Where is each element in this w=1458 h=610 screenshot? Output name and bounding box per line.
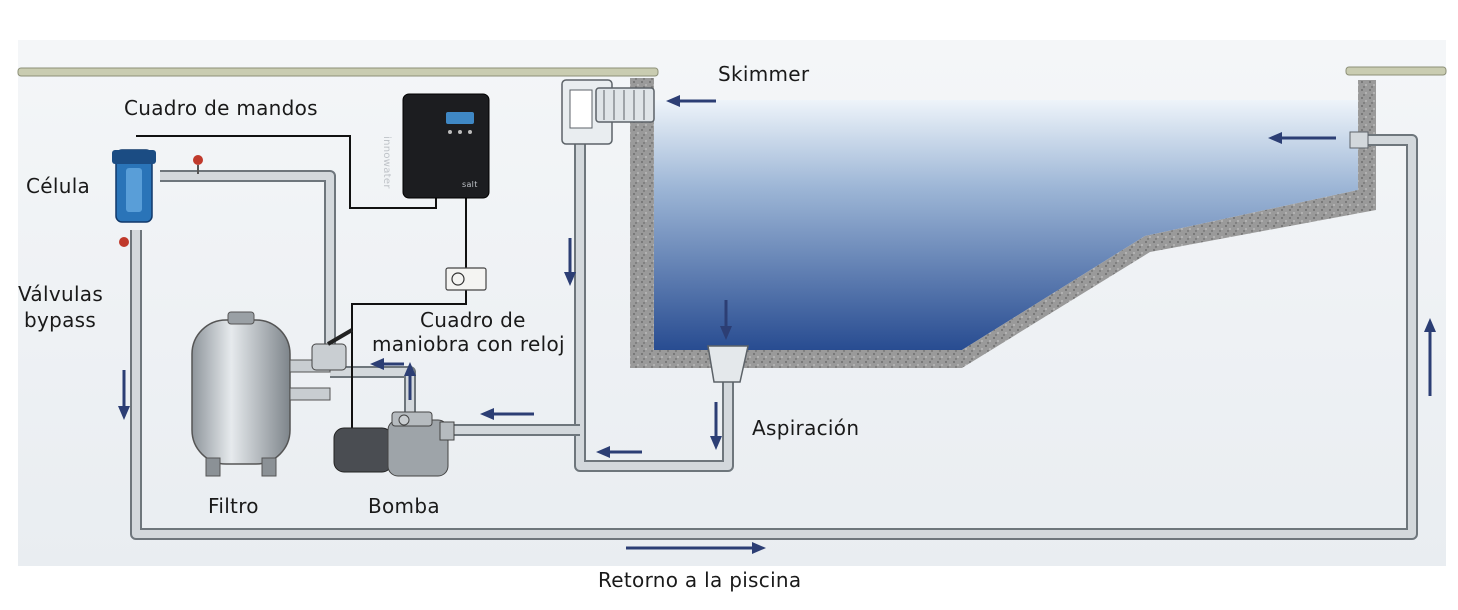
arrow-return-up (1424, 318, 1436, 396)
arrow-filter-in (370, 358, 404, 370)
main-drain (707, 345, 749, 383)
arrow-pump-up (404, 362, 416, 400)
pool-water (654, 100, 1358, 350)
arrow-inlet-out (1268, 132, 1336, 144)
label-suction: Aspiración (752, 416, 860, 440)
label-filter: Filtro (208, 494, 259, 518)
arrow-bypass-down (118, 370, 130, 420)
salt-cell-device (112, 149, 203, 247)
timer-panel-device (445, 267, 487, 291)
device-brand-text: innowater (381, 136, 392, 189)
label-skimmer: Skimmer (718, 62, 810, 86)
label-pump: Bomba (368, 494, 440, 518)
arrow-skimmer-down (564, 238, 576, 286)
label-cell: Célula (26, 174, 91, 198)
label-control-panel: Cuadro de mandos (124, 96, 318, 120)
ground-right (1345, 66, 1447, 76)
pump-unit (333, 411, 455, 477)
label-timer-panel-line1: Cuadro de (420, 308, 526, 332)
control-panel-device (402, 93, 490, 199)
arrow-drain-out (710, 402, 722, 450)
label-bypass-valves-line2: bypass (24, 308, 97, 332)
pool-floor (630, 80, 1376, 368)
arrow-drain-in (720, 300, 732, 340)
label-bypass-valves-line1: Válvulas (18, 282, 104, 306)
return-inlet (1349, 131, 1369, 149)
suction-pipe (440, 140, 734, 472)
ground-left (17, 67, 659, 77)
flow-arrows (118, 95, 1436, 554)
arrow-return-right (626, 542, 766, 554)
arrow-to-pump (480, 408, 534, 420)
skimmer-unit (561, 79, 655, 145)
pool-wall-left (630, 78, 654, 350)
label-timer-panel-line2: maniobra con reloj (372, 332, 565, 356)
return-pipe (130, 134, 1418, 540)
control-wires (136, 135, 467, 430)
arrow-skimmer-in (666, 95, 716, 107)
filter-tank (191, 311, 354, 477)
arrow-suction-left (596, 446, 642, 458)
device-model-text: salt (462, 180, 478, 189)
label-return: Retorno a la piscina (598, 568, 802, 592)
